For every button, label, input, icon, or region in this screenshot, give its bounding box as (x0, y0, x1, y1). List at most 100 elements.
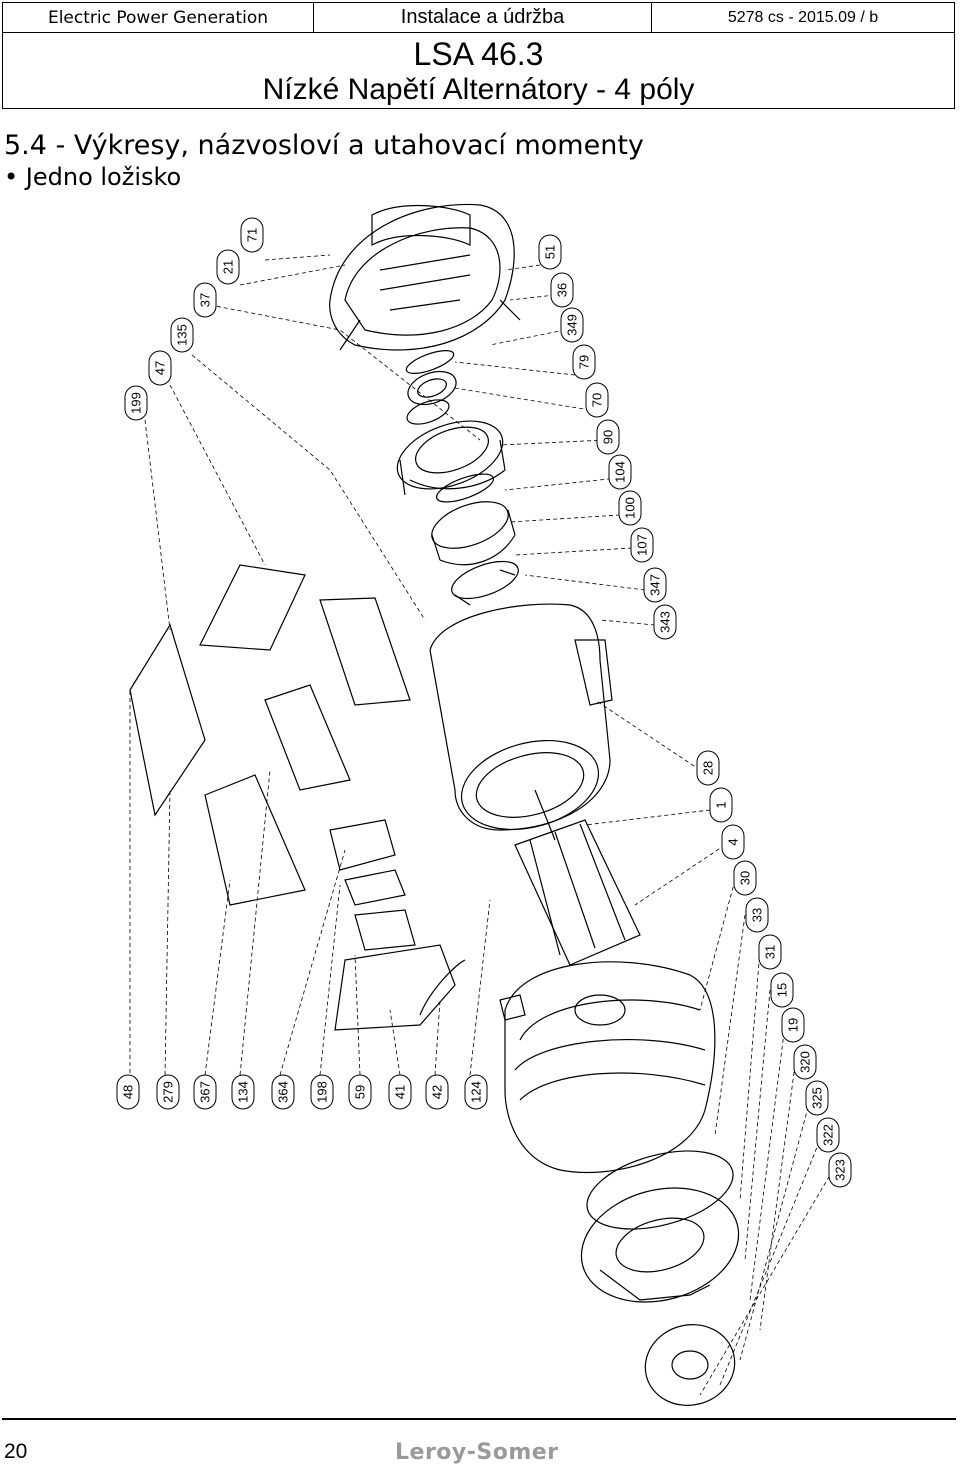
part-label-text: 124 (469, 1081, 484, 1103)
part-label-text: 364 (276, 1081, 291, 1103)
part-label-4: 4 (721, 824, 745, 860)
exciter-stator-part (396, 420, 506, 503)
part-label-text: 30 (738, 871, 753, 885)
part-label-364: 364 (271, 1074, 295, 1110)
part-label-107: 107 (630, 527, 654, 563)
part-label-text: 347 (648, 574, 663, 596)
part-label-100: 100 (618, 490, 642, 526)
part-label-text: 42 (430, 1085, 445, 1099)
model-title: LSA 46.3 (413, 36, 544, 72)
part-label-30: 30 (733, 860, 757, 896)
part-label-text: 135 (175, 324, 190, 346)
model-subtitle: Nízké Napětí Alternátory - 4 póly (262, 73, 695, 106)
footer-rule (2, 1418, 956, 1420)
rectifier-part (451, 560, 519, 606)
part-label-text: 36 (555, 283, 570, 297)
document-type: Instalace a údržba (314, 3, 652, 33)
part-label-19: 19 (781, 1007, 805, 1043)
part-label-1: 1 (709, 787, 733, 823)
part-label-text: 70 (590, 393, 605, 407)
document-reference: 5278 cs - 2015.09 / b (652, 3, 954, 33)
part-label-text: 21 (221, 260, 236, 274)
front-shield-part (499, 961, 716, 1174)
part-label-text: 323 (833, 1159, 848, 1181)
part-label-135: 135 (170, 317, 194, 353)
part-label-text: 33 (750, 908, 765, 922)
company-name: Electric Power Generation (3, 3, 314, 33)
part-label-134: 134 (231, 1074, 255, 1110)
part-label-text: 31 (763, 945, 778, 959)
part-label-text: 279 (161, 1081, 176, 1103)
part-label-325: 325 (805, 1080, 829, 1116)
part-label-21: 21 (216, 249, 240, 285)
part-label-322: 322 (816, 1117, 840, 1153)
stator-housing-part (429, 603, 613, 831)
part-label-79: 79 (572, 344, 596, 380)
part-label-text: 59 (353, 1085, 368, 1099)
page-number: 20 (4, 1440, 28, 1463)
cover-panels-part (129, 564, 466, 1031)
part-label-41: 41 (388, 1074, 412, 1110)
part-label-text: 320 (798, 1051, 813, 1073)
part-label-367: 367 (193, 1074, 217, 1110)
part-label-323: 323 (828, 1152, 852, 1188)
part-label-47: 47 (148, 350, 172, 386)
part-label-51: 51 (538, 234, 562, 270)
part-label-42: 42 (425, 1074, 449, 1110)
part-label-36: 36 (550, 272, 574, 308)
part-label-90: 90 (596, 419, 620, 455)
part-label-59: 59 (348, 1074, 372, 1110)
part-label-31: 31 (758, 934, 782, 970)
part-label-text: 104 (613, 461, 628, 483)
part-label-text: 4 (726, 838, 741, 845)
part-label-70: 70 (585, 382, 609, 418)
part-label-279: 279 (156, 1074, 180, 1110)
part-label-199: 199 (124, 385, 148, 421)
part-label-text: 15 (775, 983, 790, 997)
part-label-text: 90 (601, 430, 616, 444)
section-title: 5.4 - Výkresy, názvosloví a utahovací mo… (4, 130, 644, 161)
part-label-text: 79 (577, 355, 592, 369)
brand-logo: Leroy-Somer (395, 1440, 559, 1465)
part-label-text: 349 (565, 314, 580, 336)
part-label-text: 107 (635, 534, 650, 556)
part-label-343: 343 (653, 604, 677, 640)
coupling-disc-part (580, 1150, 740, 1406)
part-label-37: 37 (193, 282, 217, 318)
part-label-124: 124 (464, 1074, 488, 1110)
part-label-text: 41 (393, 1085, 408, 1099)
part-label-198: 198 (310, 1074, 334, 1110)
part-label-text: 1 (714, 801, 729, 808)
part-label-349: 349 (560, 307, 584, 343)
part-label-text: 367 (198, 1081, 213, 1103)
part-label-320: 320 (793, 1044, 817, 1080)
exploded-view-drawing: 71 21 37 135 47 199 51 36 349 79 70 90 104 100 107 347 3… (116, 203, 852, 1406)
part-label-28: 28 (696, 750, 720, 786)
part-label-text: 19 (786, 1018, 801, 1032)
part-label-text: 47 (153, 361, 168, 375)
bullet-item: • Jedno ložisko (4, 163, 182, 191)
part-label-text: 100 (623, 497, 638, 519)
exciter-rotor-part (431, 501, 516, 566)
part-label-text: 198 (315, 1081, 330, 1103)
bearing-rings-part (405, 350, 457, 425)
part-label-48: 48 (116, 1074, 140, 1110)
part-label-104: 104 (608, 454, 632, 490)
part-label-text: 343 (658, 611, 673, 633)
part-label-33: 33 (745, 897, 769, 933)
part-label-text: 48 (121, 1085, 136, 1099)
end-shield-part (329, 203, 521, 351)
main-rotor-part (514, 789, 641, 1026)
part-label-text: 325 (810, 1087, 825, 1109)
part-label-text: 199 (129, 392, 144, 414)
part-label-347: 347 (643, 567, 667, 603)
part-label-15: 15 (770, 972, 794, 1008)
part-label-text: 37 (198, 293, 213, 307)
part-label-71: 71 (240, 217, 264, 253)
part-label-text: 322 (821, 1124, 836, 1146)
part-label-text: 134 (236, 1081, 251, 1103)
part-label-text: 28 (701, 761, 716, 775)
header-table: Electric Power Generation Instalace a úd… (2, 2, 955, 109)
part-label-text: 51 (543, 245, 558, 259)
part-label-text: 71 (245, 228, 260, 242)
